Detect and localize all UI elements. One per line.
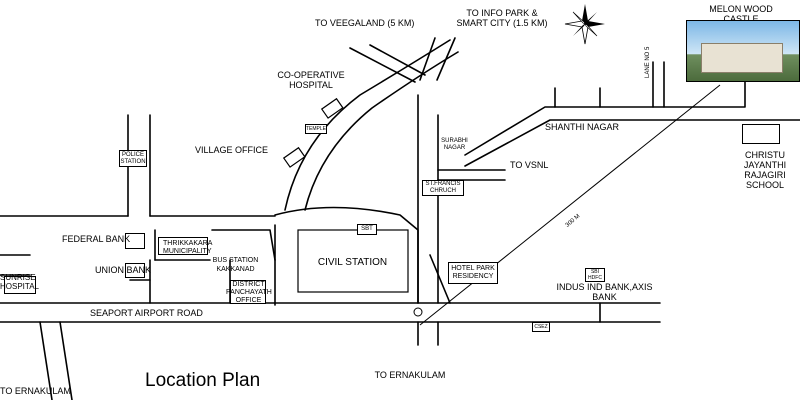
civil-station-block (297, 229, 409, 293)
cooperative-hospital-box (320, 97, 344, 119)
st-francis-box: ST.FRANCIS CHRUCH (422, 180, 464, 196)
lane-label: LANE NO 5 (645, 46, 651, 78)
csez-box: CSEZ (532, 322, 550, 332)
main-diagonal-inner (304, 51, 459, 211)
veegaland-label: TO VEEGALAND (5 KM) (315, 18, 415, 28)
ernakulam-left-label: TO ERNAKULAM (0, 386, 71, 396)
infopark-label: TO INFO PARK & SMART CITY (1.5 KM) (456, 8, 548, 28)
main-diagonal-outer (284, 39, 451, 211)
shanthi-side (554, 87, 601, 108)
left-road-edge-b (59, 321, 73, 400)
cooperative-hospital-label: CO-OPERATIVE HOSPITAL (277, 70, 345, 90)
civil-ring (274, 206, 419, 306)
bus-station-label: BUS STATION KAKKANAD (212, 257, 259, 273)
school-box (742, 124, 780, 144)
building-shape (701, 43, 783, 73)
sunrise-hospital-label: SUNRISE HOSPITAL (0, 273, 39, 291)
roundabout (413, 307, 423, 317)
federal-bank-box (125, 233, 145, 249)
federal-bank-label: FEDERAL BANK (62, 234, 131, 244)
panchayath-box (230, 280, 266, 304)
ernakulam-south-label: TO ERNAKULAM (374, 370, 446, 380)
shanthi-road-a (464, 79, 746, 156)
left-road-edge-a (39, 321, 53, 400)
school-label: CHRISTU JAYANTHI RAJAGIRI SCHOOL (743, 150, 787, 190)
municipality-label: THRIKKAKARA MUNICIPALITY (163, 240, 213, 255)
union-bank-label: UNION BANK (95, 265, 152, 275)
compass-rose-icon (564, 4, 605, 45)
shanthi-nagar-label: SHANTHI NAGAR (545, 122, 620, 132)
indus-ind-label: INDUS IND BANK,AXIS BANK (556, 282, 653, 302)
village-office-box (282, 146, 306, 168)
infopark-road-a (419, 37, 436, 81)
route-line (419, 84, 721, 326)
sbt-box: SBT (357, 224, 377, 235)
infopark-road-b (436, 37, 456, 81)
police-station-box: POLICE STATION (119, 150, 147, 167)
seaport-road-label: SEAPORT AIRPORT ROAD (90, 308, 203, 318)
panchayath-label: DISTRICT PANCHAYATH OFFICE (226, 281, 272, 304)
sunrise-hospital-box (4, 276, 36, 294)
project-building-photo (686, 20, 800, 82)
union-bank-box (125, 263, 145, 278)
vsnl-label: TO VSNL (510, 160, 549, 170)
project-name-label: MELON WOOD CASTLE (709, 4, 773, 24)
bus-road (211, 229, 276, 261)
sbi-hdfc-box: SBI HDFC (585, 268, 605, 282)
hotel-road (429, 254, 451, 304)
civil-station-label: CIVIL STATION (317, 257, 388, 268)
veegaland-road-a (349, 47, 416, 83)
municipality-box (158, 237, 208, 255)
shanthi-road-b (464, 119, 800, 167)
village-office-label: VILLAGE OFFICE (195, 145, 269, 155)
veegaland-road-b (369, 44, 426, 76)
hotel-park-box: HOTEL PARK RESIDENCY (448, 262, 498, 284)
surabhi-nagar-label: SURABHI NAGAR (441, 138, 468, 151)
temple-box: TEMPLE (305, 124, 327, 134)
map-title: Location Plan (145, 370, 261, 391)
